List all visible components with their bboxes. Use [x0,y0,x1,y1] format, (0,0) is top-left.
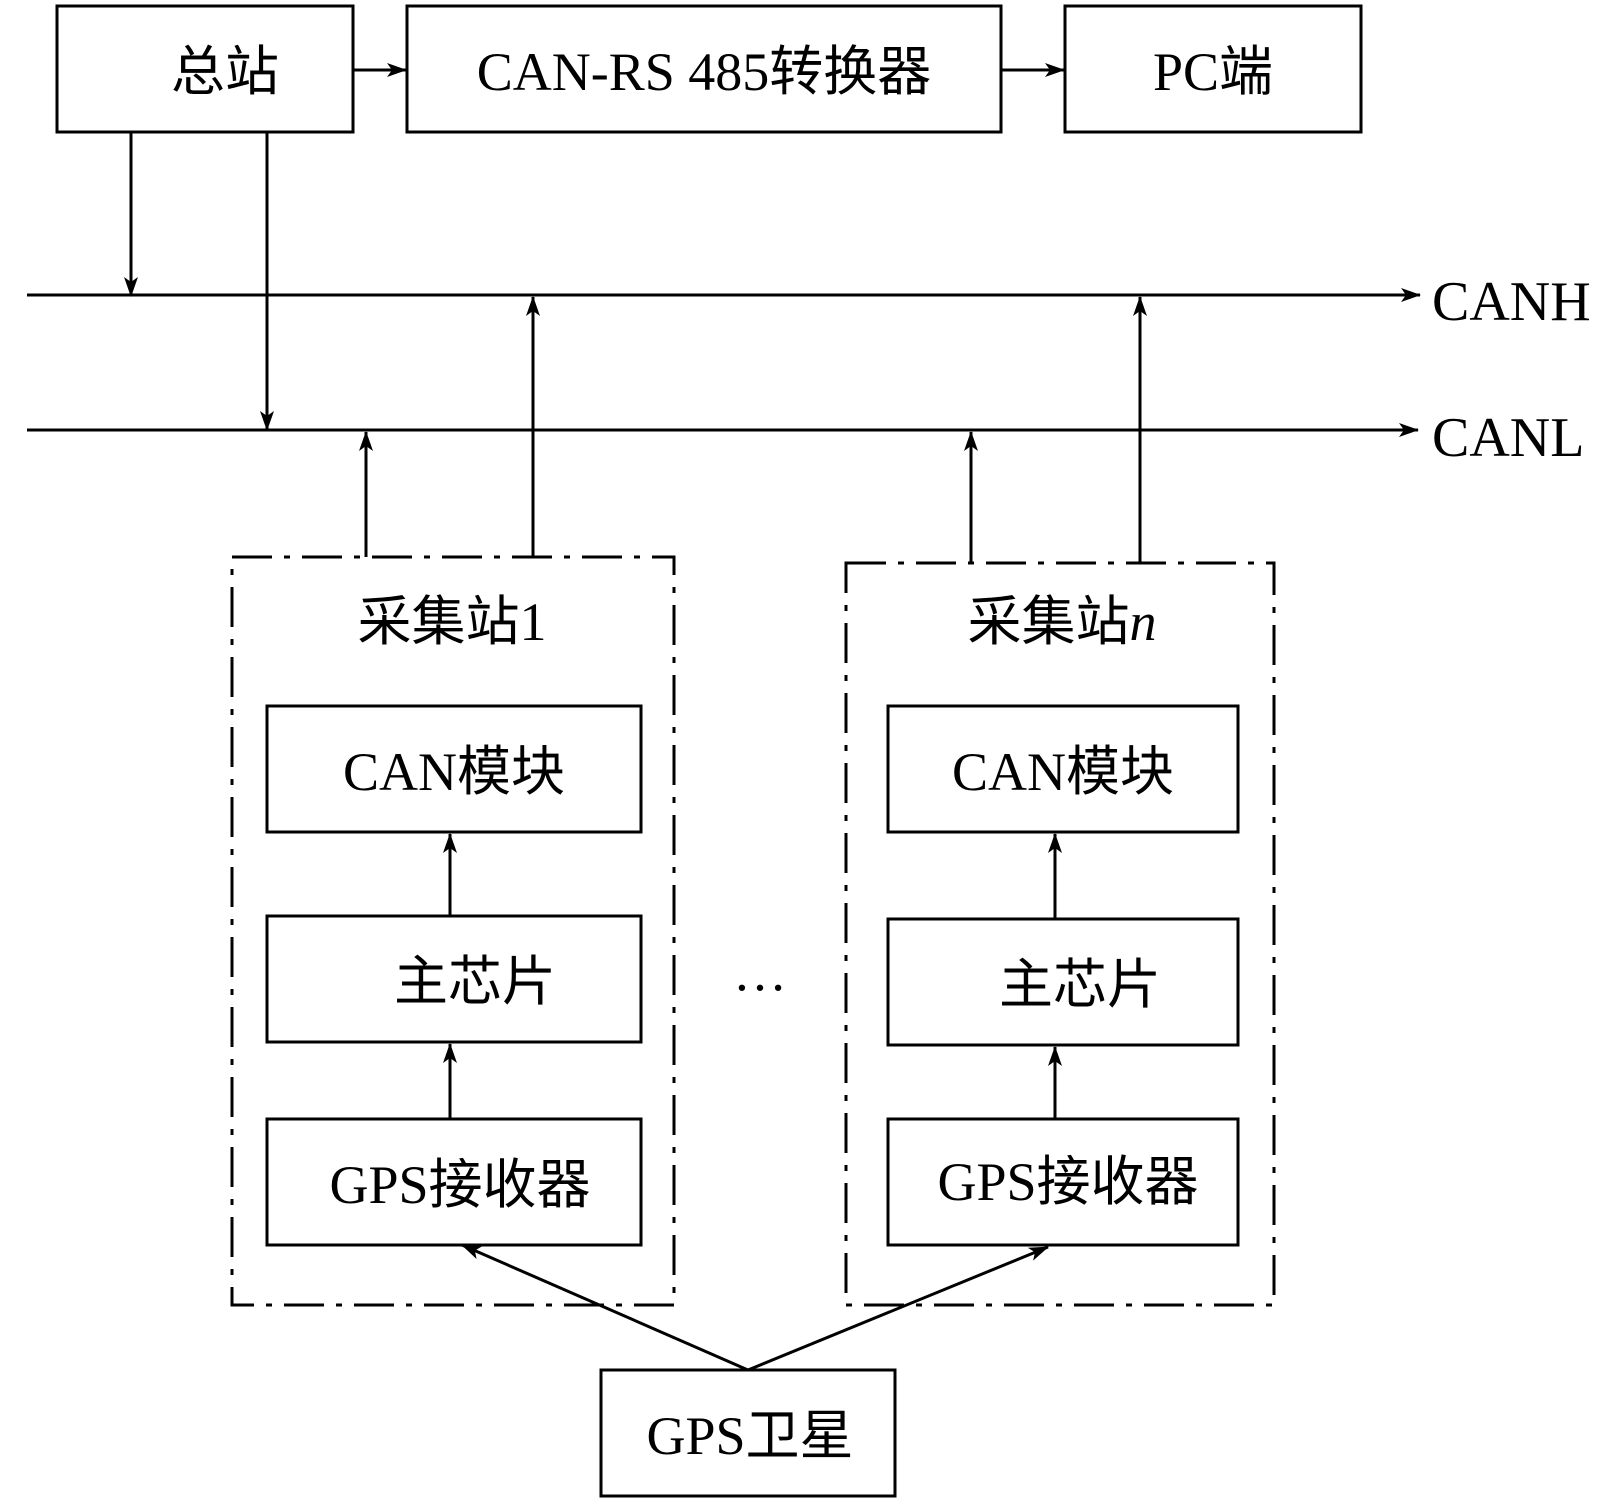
station-n-main-chip-label: 主芯片 [999,955,1161,1015]
gps-satellite-node: GPS卫星 [599,1368,897,1498]
station-n-gps-receiver-label: GPS接收器 [937,1152,1198,1212]
master-station-label: 总站 [171,42,279,102]
canh-label: CANH [1432,271,1591,333]
canl-label: CANL [1432,407,1584,469]
station-1-gps-receiver-label: GPS接收器 [329,1155,590,1215]
arrow-satellite-to-gps-1 [461,1243,749,1372]
station-1-can-module-label: CAN模块 [343,742,565,802]
ellipsis-more-stations: … [733,942,787,1002]
acquisition-station-1: 采集站1 CAN模块 主芯片 GPS接收器 [230,296,676,1307]
master-station-node: 总站 [55,4,355,134]
station-1-boundary [230,555,676,1307]
station-1-can-module-box [265,704,643,834]
pc-box [1063,4,1363,134]
converter-box [405,4,1003,134]
station-1-main-chip-label: 主芯片 [394,952,556,1012]
pc-label: PC端 [1153,42,1273,102]
station-n-can-module-label: CAN模块 [952,742,1174,802]
pc-node: PC端 [1063,4,1363,134]
converter-label: CAN-RS 485转换器 [477,42,932,102]
master-station-box [55,4,355,134]
acquisition-station-n: 采集站n CAN模块 主芯片 GPS接收器 [844,296,1276,1307]
arrow-satellite-to-gps-n [747,1245,1049,1372]
station-n-main-chip-box [886,917,1240,1047]
station-n-can-module-box [886,704,1240,834]
station-1-main-chip-box [265,914,643,1044]
station-n-gps-receiver-box [886,1117,1240,1247]
gps-satellite-box [599,1368,897,1498]
station-n-title: 采集站n [968,592,1157,652]
station-1-title: 采集站1 [358,592,547,652]
station-n-boundary [844,561,1276,1307]
converter-node: CAN-RS 485转换器 [405,4,1003,134]
gps-satellite-label: GPS卫星 [646,1406,853,1466]
station-1-gps-receiver-box [265,1117,643,1247]
